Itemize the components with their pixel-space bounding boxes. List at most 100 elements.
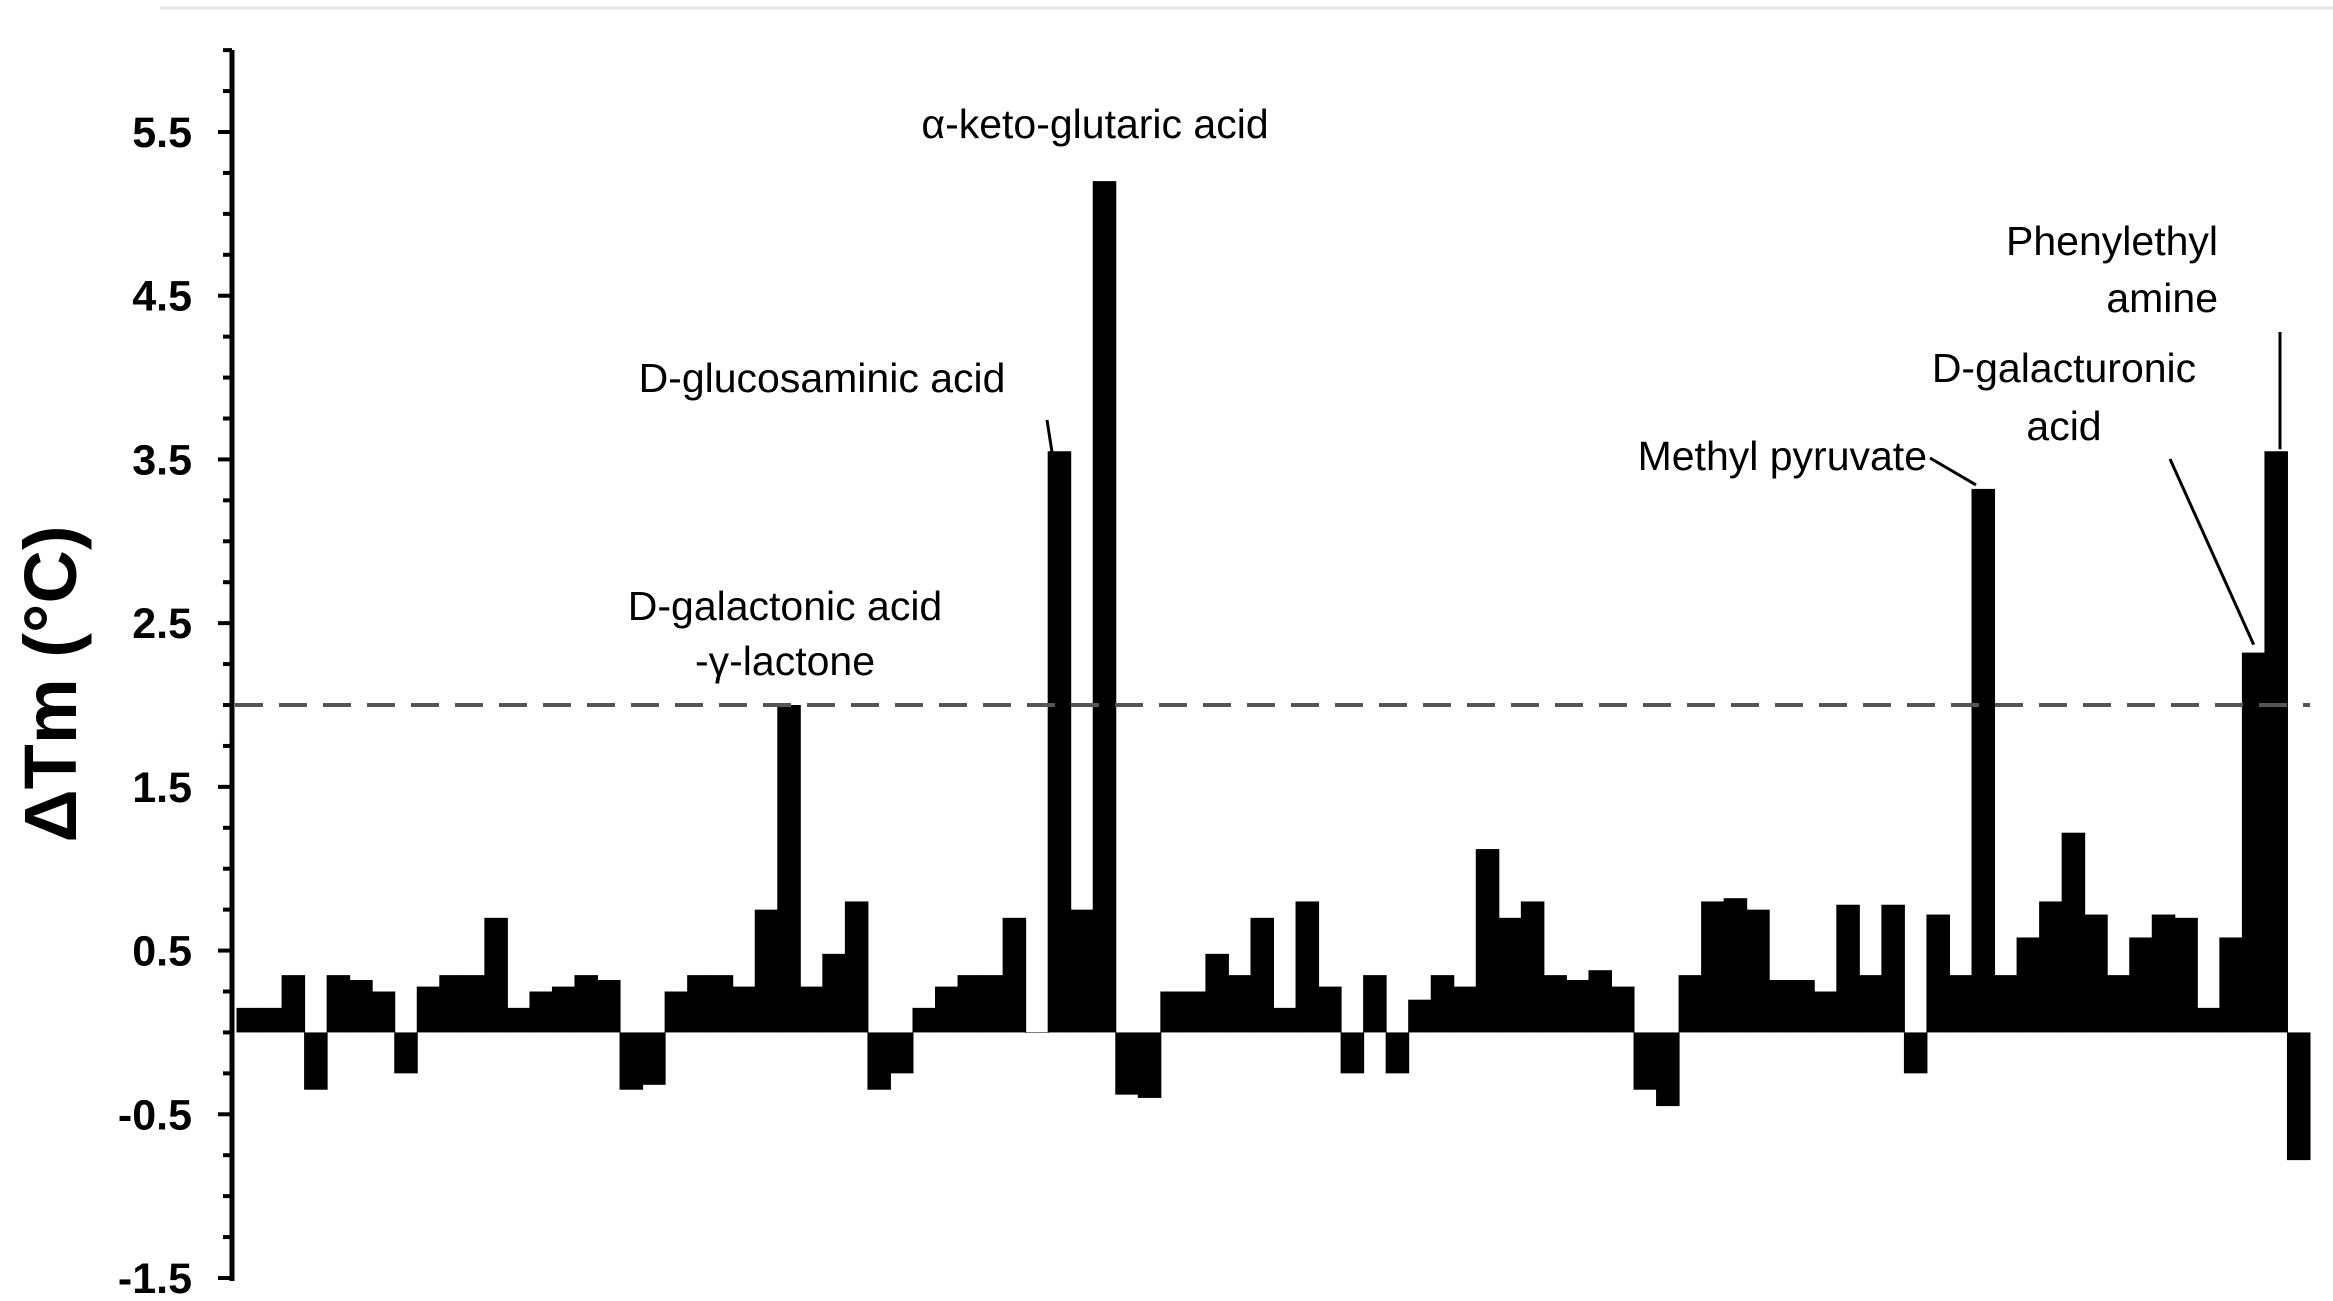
bar — [799, 986, 824, 1033]
bar — [1836, 904, 1860, 1033]
bar — [2174, 917, 2198, 1033]
bar — [1092, 181, 1117, 1033]
bar — [664, 991, 689, 1033]
bar — [777, 705, 801, 1033]
bar — [529, 991, 553, 1033]
bar — [1498, 917, 1522, 1033]
bar — [2241, 652, 2266, 1033]
bar — [236, 1007, 261, 1033]
bar — [2219, 937, 2243, 1033]
bar — [416, 986, 441, 1033]
bar — [349, 980, 373, 1033]
bar — [304, 1032, 328, 1090]
bar — [394, 1032, 418, 1074]
bar — [1588, 970, 1612, 1033]
y-tick-label: 5.5 — [132, 109, 192, 157]
bar — [1948, 975, 1973, 1033]
bar — [957, 975, 982, 1033]
bar-annotation: -γ-lactone — [695, 638, 875, 684]
bar — [1926, 914, 1950, 1033]
bar — [980, 975, 1004, 1033]
bar — [1543, 975, 1567, 1033]
bar — [822, 953, 846, 1033]
bar — [281, 975, 306, 1033]
bar — [597, 980, 621, 1033]
bar — [574, 975, 599, 1033]
bar — [1971, 488, 1996, 1033]
bar — [642, 1032, 666, 1085]
bar — [371, 991, 396, 1033]
y-tick-label: 4.5 — [132, 273, 192, 321]
bar — [2084, 914, 2108, 1033]
bar — [1115, 1032, 1139, 1095]
annotation-leader-line — [1045, 419, 1054, 454]
bar — [439, 975, 463, 1033]
y-tick-label: 2.5 — [132, 600, 192, 648]
bar — [2061, 832, 2086, 1033]
bar — [1250, 917, 1274, 1033]
bar — [2151, 914, 2176, 1033]
bar — [1137, 1032, 1162, 1098]
bar — [1160, 991, 1184, 1033]
bar — [1768, 980, 1793, 1033]
bar — [1610, 986, 1635, 1033]
bar — [1678, 975, 1703, 1033]
bar — [2286, 1032, 2311, 1161]
bar — [1994, 975, 2018, 1033]
bar — [754, 909, 779, 1033]
bar — [1520, 901, 1545, 1033]
bar — [461, 975, 486, 1033]
bar — [1363, 975, 1387, 1033]
bar — [2106, 975, 2131, 1033]
bar — [1813, 991, 1838, 1033]
bar — [1791, 980, 1815, 1033]
bars — [236, 181, 2311, 1161]
bar — [619, 1032, 644, 1090]
y-tick-label: 1.5 — [132, 764, 192, 812]
bar — [506, 1007, 531, 1033]
bar-annotation: D-galactonic acid — [628, 583, 943, 629]
bar — [1408, 999, 1432, 1033]
bar — [1430, 975, 1455, 1033]
bar — [1746, 909, 1770, 1033]
bar — [2039, 901, 2063, 1033]
bar — [1025, 1032, 1049, 1033]
y-tick-label: -1.5 — [118, 1255, 192, 1301]
y-tick-label: 3.5 — [132, 436, 192, 484]
bar — [1070, 909, 1094, 1033]
bar — [2129, 937, 2153, 1033]
bar — [935, 986, 959, 1033]
bar — [1858, 975, 1883, 1033]
bar — [2016, 937, 2041, 1033]
bar-annotation: D-glucosaminic acid — [639, 355, 1006, 401]
y-tick-label: -0.5 — [118, 1091, 192, 1139]
bar-annotation: acid — [2026, 403, 2101, 449]
bar — [844, 901, 869, 1033]
y-axis-label: ΔTm (°C) — [9, 525, 92, 842]
bar — [259, 1007, 283, 1033]
bar — [1565, 980, 1590, 1033]
bar — [1881, 904, 1905, 1033]
bar — [1340, 1032, 1365, 1074]
bar — [1002, 917, 1027, 1033]
y-axis: 5.5 4.5 3.5 2.5 1.5 0.5 -0.5 -1.5 — [118, 48, 235, 1301]
annotation-leader-line — [1929, 456, 1977, 487]
bar — [1318, 986, 1342, 1033]
bar-annotation: amine — [2106, 275, 2218, 321]
bar — [1227, 975, 1252, 1033]
bar — [687, 975, 711, 1033]
bar-annotation: Phenylethyl — [2006, 218, 2218, 264]
y-tick-label: 0.5 — [132, 928, 192, 976]
bar — [551, 986, 576, 1033]
bar — [1656, 1032, 1680, 1107]
bar — [1182, 991, 1207, 1033]
bar — [1475, 849, 1500, 1033]
bar — [1903, 1032, 1928, 1074]
bar — [867, 1032, 891, 1090]
bar — [1723, 898, 1748, 1033]
bar — [1633, 1032, 1658, 1090]
bar — [1273, 1007, 1297, 1033]
bar — [484, 917, 508, 1033]
axis-labels: ΔTm (°C) — [9, 525, 92, 842]
